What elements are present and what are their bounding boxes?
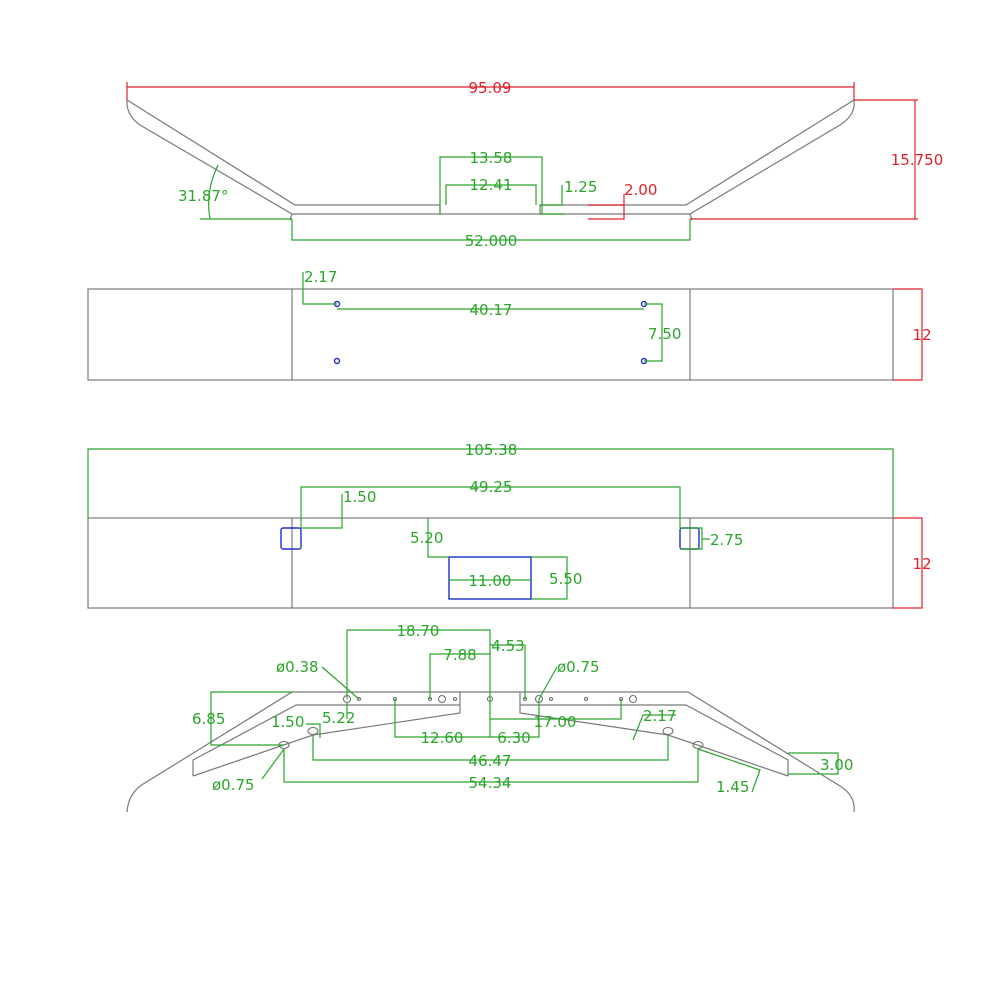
dim-1-50: 1.50: [343, 488, 376, 506]
dim-line-2-75: [680, 527, 710, 550]
dim-angle: 31.87°: [178, 187, 228, 205]
dim-12-41: 12.41: [470, 176, 513, 194]
dim-line-2-17: [302, 272, 337, 305]
slot-hole: [662, 726, 674, 736]
dim-line-7-88: [429, 653, 490, 699]
rear-view: 105.38 49.25 1.50 2.75 5.20 11.00 5.50 1…: [87, 441, 932, 609]
dim-18-70: 18.70: [397, 622, 440, 640]
top-view: 95.09 15.750 13.58 12.41 1.25 2.00 52.00…: [126, 79, 944, 250]
hole-small: [356, 696, 362, 702]
dim-line-12-60: [394, 699, 490, 738]
dim-line-49-25: [300, 486, 681, 528]
hole-small: [583, 696, 589, 702]
dim-line-5-20: [427, 518, 449, 558]
dim-line-18-70: [346, 629, 491, 699]
dim-2-75: 2.75: [710, 531, 743, 549]
dim-line-2-17-b: [632, 714, 676, 741]
dim-line-12-41: [445, 184, 537, 205]
dim-line-1-50: [301, 494, 343, 529]
dim-5-50: 5.50: [549, 570, 582, 588]
dim-4-53: 4.53: [491, 637, 524, 655]
hole-large: [437, 694, 447, 704]
dim-11-00: 11.00: [469, 572, 512, 590]
leader-0-75-bottom: [261, 748, 285, 780]
dim-line-6-30: [489, 699, 540, 738]
slot-hole: [692, 740, 704, 750]
dim-0-75-bottom: ø0.75: [212, 776, 255, 794]
dim-line-7-50: [644, 303, 663, 362]
top-view-outline: [126, 99, 855, 221]
bottom-view: 18.70 7.88 4.53 ø0.38 ø0.75 6.85 1.50 5.…: [126, 622, 855, 813]
center-cutout: [448, 556, 532, 600]
dim-line-6-85: [210, 691, 292, 746]
slot-hole: [307, 726, 319, 736]
dim-line-12-rear: [893, 517, 923, 609]
dim-angle-arc: [200, 164, 292, 220]
dim-1-25: 1.25: [564, 178, 597, 196]
dim-line-12-front: [893, 288, 923, 381]
front-view: 2.17 40.17 7.50 12: [87, 268, 932, 381]
dim-40-17: 40.17: [470, 301, 513, 319]
dim-95-09: 95.09: [469, 79, 512, 97]
dim-12-rear: 12: [912, 555, 931, 573]
dim-6-30: 6.30: [497, 729, 530, 747]
dim-2-00: 2.00: [624, 181, 657, 199]
dim-line-105-38: [87, 448, 894, 518]
leader-0-38: [321, 666, 360, 700]
dim-1-50-b: 1.50: [271, 713, 304, 731]
dim-2-17: 2.17: [304, 268, 337, 286]
dim-46-47: 46.47: [469, 752, 512, 770]
dim-line-1-45: [697, 748, 761, 793]
dim-105-38: 105.38: [465, 441, 518, 459]
dim-line-4-53: [490, 644, 526, 699]
dim-7-88: 7.88: [443, 646, 476, 664]
dim-line-5-50: [531, 556, 568, 600]
hole-small: [452, 696, 458, 702]
bottom-view-inner: [192, 692, 789, 777]
hole-small: [548, 696, 554, 702]
leader-0-75-top: [538, 666, 558, 700]
dim-49-25: 49.25: [470, 478, 513, 496]
dim-5-22: 5.22: [322, 709, 355, 727]
dim-3-00: 3.00: [820, 756, 853, 774]
dim-54-34: 54.34: [469, 774, 512, 792]
dim-2-17-b: 2.17: [643, 707, 676, 725]
mount-hole: [333, 357, 341, 365]
dim-1-45: 1.45: [716, 778, 749, 796]
dim-7-50: 7.50: [648, 325, 681, 343]
dim-line-1-50-b: [306, 723, 321, 738]
dim-13-58: 13.58: [470, 149, 513, 167]
dim-5-20: 5.20: [410, 529, 443, 547]
front-view-outline: [87, 288, 894, 381]
dim-line-54-34: [283, 749, 699, 783]
hole-large: [628, 694, 638, 704]
dim-line-17-00: [490, 699, 622, 720]
dim-17-00: 17.00: [534, 713, 577, 731]
rear-view-outline: [87, 517, 894, 609]
dim-0-75-top: ø0.75: [557, 658, 600, 676]
dim-line-2-00: [588, 194, 625, 220]
dim-15-750: 15.750: [891, 151, 944, 169]
dim-6-85: 6.85: [192, 710, 225, 728]
dim-line-1-25: [540, 185, 565, 215]
dim-line-3-00: [788, 752, 839, 775]
dim-52-000: 52.000: [465, 232, 518, 250]
dim-12-60: 12.60: [421, 729, 464, 747]
dim-0-38: ø0.38: [276, 658, 319, 676]
dim-12-front: 12: [912, 326, 931, 344]
dim-line-46-47: [312, 735, 669, 761]
dim-line-13-58: [439, 156, 543, 214]
mount-slot: [280, 527, 302, 550]
dim-line-52-000: [291, 219, 691, 241]
